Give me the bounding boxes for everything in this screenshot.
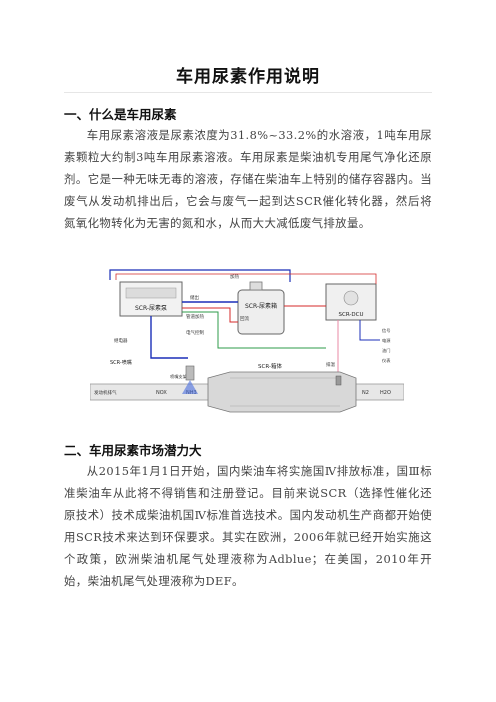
urea-tank: SCR-尿素箱 加热: [230, 273, 285, 335]
heat-label: 管道加热: [186, 313, 204, 320]
nox-label: NOX: [156, 390, 167, 396]
exhaust-in-label: 发动机排气: [94, 389, 117, 396]
section1-heading: 一、什么是车用尿素: [64, 107, 177, 122]
section2-heading: 二、车用尿素市场潜力大: [64, 443, 202, 458]
pump-unit: SCR-尿素泵: [119, 281, 183, 317]
nozzle-label: 喷嘴支架: [170, 373, 187, 380]
signal-line: [182, 311, 326, 349]
top-loop-line: [109, 269, 291, 282]
section2-paragraph: 从2015年1月1日开始，国内柴油车将实施国Ⅳ排放标准，国Ⅲ标准柴油车从此将不得…: [64, 464, 432, 588]
dcu-output-line: [359, 320, 380, 341]
h2o-label: H2O: [380, 390, 391, 396]
fill-label: 加热: [230, 273, 239, 280]
pump-label: SCR-尿素泵: [135, 304, 167, 312]
tank-label: SCR-尿素箱: [245, 302, 277, 310]
injector-label: SCR-喷嘴: [110, 359, 132, 366]
return-label: 回流: [240, 315, 249, 322]
relay-label: 继电器: [114, 337, 128, 344]
temp-label: 排温: [326, 361, 335, 368]
n2-label: N2: [362, 390, 369, 396]
box-label: SCR-箱体: [258, 362, 282, 370]
document-title: 车用尿素作用说明: [176, 67, 320, 87]
cable-label: 电气控制: [186, 329, 204, 336]
section1-paragraph: 车用尿素溶液是尿素浓度为31.8%~33.2%的水溶液，1吨车用尿素颗粒大约制3…: [64, 128, 432, 230]
injector-nozzle: [182, 365, 198, 394]
return-line: [182, 307, 238, 323]
signal-label-3: 油门: [382, 347, 390, 354]
dcu-unit: SCR-DCU: [325, 283, 377, 321]
exhaust-pipe: [90, 371, 404, 413]
signal-label-4: 仪表: [382, 357, 391, 364]
scr-system-diagram: SCR-尿素泵 SCR-尿素箱 加热 SCR-DCU 储出 回流 管道加热 电气…: [90, 269, 404, 413]
signal-label-1: 信号: [382, 327, 390, 334]
top-loop-line-red: [115, 273, 377, 284]
temp-sensor: [335, 375, 342, 386]
dcu-label: SCR-DCU: [338, 312, 363, 318]
signal-label-2: 电源: [382, 337, 391, 344]
injector-line: [150, 316, 188, 359]
supply-label: 储出: [190, 294, 199, 301]
title-divider: [64, 92, 432, 93]
